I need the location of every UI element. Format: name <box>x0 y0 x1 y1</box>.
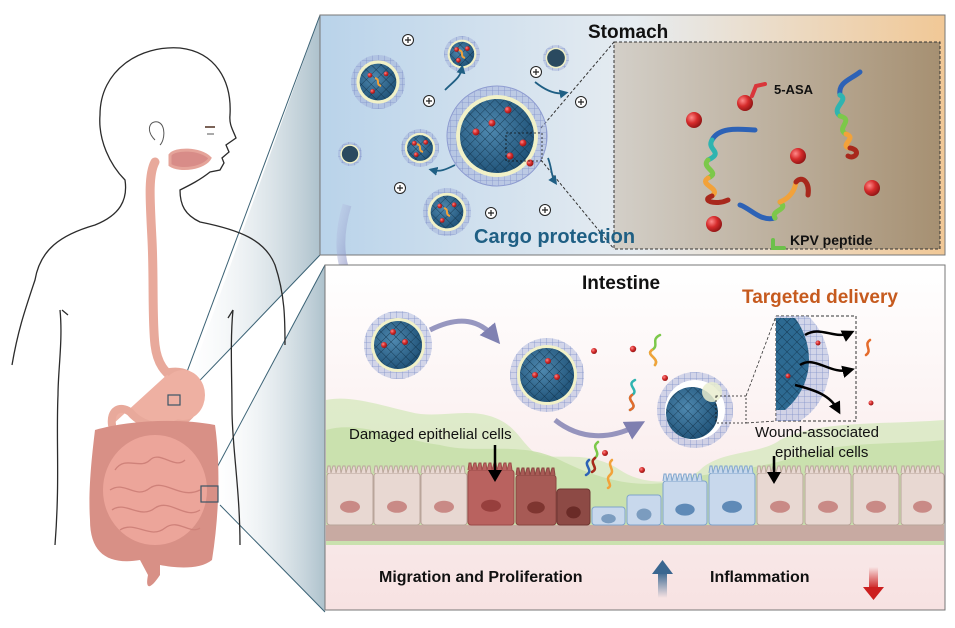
zoom-beam-stomach <box>174 14 321 405</box>
epithelial-cell <box>420 465 468 526</box>
positive-charge-icon <box>485 207 497 219</box>
release-inset <box>745 315 874 424</box>
nanoparticles-intestine <box>364 311 874 490</box>
epithelial-cell <box>515 467 557 526</box>
epithelial-cell <box>467 462 515 526</box>
wound-cells-label-line2: epithelial cells <box>775 444 869 461</box>
epithelial-cell <box>626 494 662 526</box>
free-drug-particles <box>591 345 668 473</box>
positive-charge-icon <box>575 96 587 108</box>
outcome-migration-label: Migration and Proliferation <box>379 569 583 586</box>
small-nanoparticle <box>444 36 480 72</box>
face-details <box>148 121 215 146</box>
targeted-delivery-caption: Targeted delivery <box>742 287 898 308</box>
epithelial-cell <box>804 465 852 526</box>
epithelial-cell <box>708 465 756 526</box>
np-intact-1 <box>364 311 432 379</box>
human-figure <box>11 47 286 546</box>
positive-charge-icon <box>402 34 414 46</box>
outcome-inflammation-label: Inflammation <box>710 569 810 586</box>
small-nanoparticle <box>338 142 362 166</box>
outcome-arrows <box>652 560 884 600</box>
epithelial-cell <box>900 465 945 526</box>
np-releasing <box>657 372 747 448</box>
epithelial-cell <box>852 465 900 526</box>
peptide-label-kpv: KPV peptide <box>790 232 873 248</box>
small-nanoparticle <box>543 45 569 71</box>
cargo-protection-caption: Cargo protection <box>474 226 636 248</box>
epithelial-cell <box>662 473 708 526</box>
zoom-beam-intestine <box>204 264 326 613</box>
nanoparticles-stomach <box>338 36 569 236</box>
epithelial-cell <box>756 465 804 526</box>
damaged-cells-label: Damaged epithelial cells <box>349 426 512 443</box>
positive-charge-icon <box>423 95 435 107</box>
drug-label-5asa: 5-ASA <box>774 82 814 97</box>
positive-charge-icon <box>530 66 542 78</box>
positive-charge-icon <box>394 182 406 194</box>
callout-arrows <box>488 445 781 484</box>
central-nanoparticle <box>428 64 569 187</box>
small-nanoparticle <box>351 55 405 109</box>
small-nanoparticle <box>401 129 439 167</box>
up-arrow-icon <box>652 560 673 598</box>
epithelial-layer <box>326 462 945 526</box>
wound-cells-label-line1: Wound-associated <box>755 424 879 441</box>
np-intact-2 <box>510 338 584 412</box>
epithelial-cell <box>556 488 591 526</box>
epithelial-cell <box>373 465 421 526</box>
positive-charge-icon <box>539 204 551 216</box>
intestine-title: Intestine <box>582 273 661 294</box>
free-peptides <box>584 333 872 490</box>
inset-molecules <box>686 69 880 250</box>
charge-symbols <box>394 34 587 219</box>
down-arrow-icon <box>863 567 884 600</box>
epithelial-cell <box>326 465 374 526</box>
small-nanoparticle <box>423 188 471 236</box>
digestive-tract <box>89 148 219 587</box>
stomach-title: Stomach <box>588 22 669 43</box>
epithelial-cell <box>591 506 626 526</box>
